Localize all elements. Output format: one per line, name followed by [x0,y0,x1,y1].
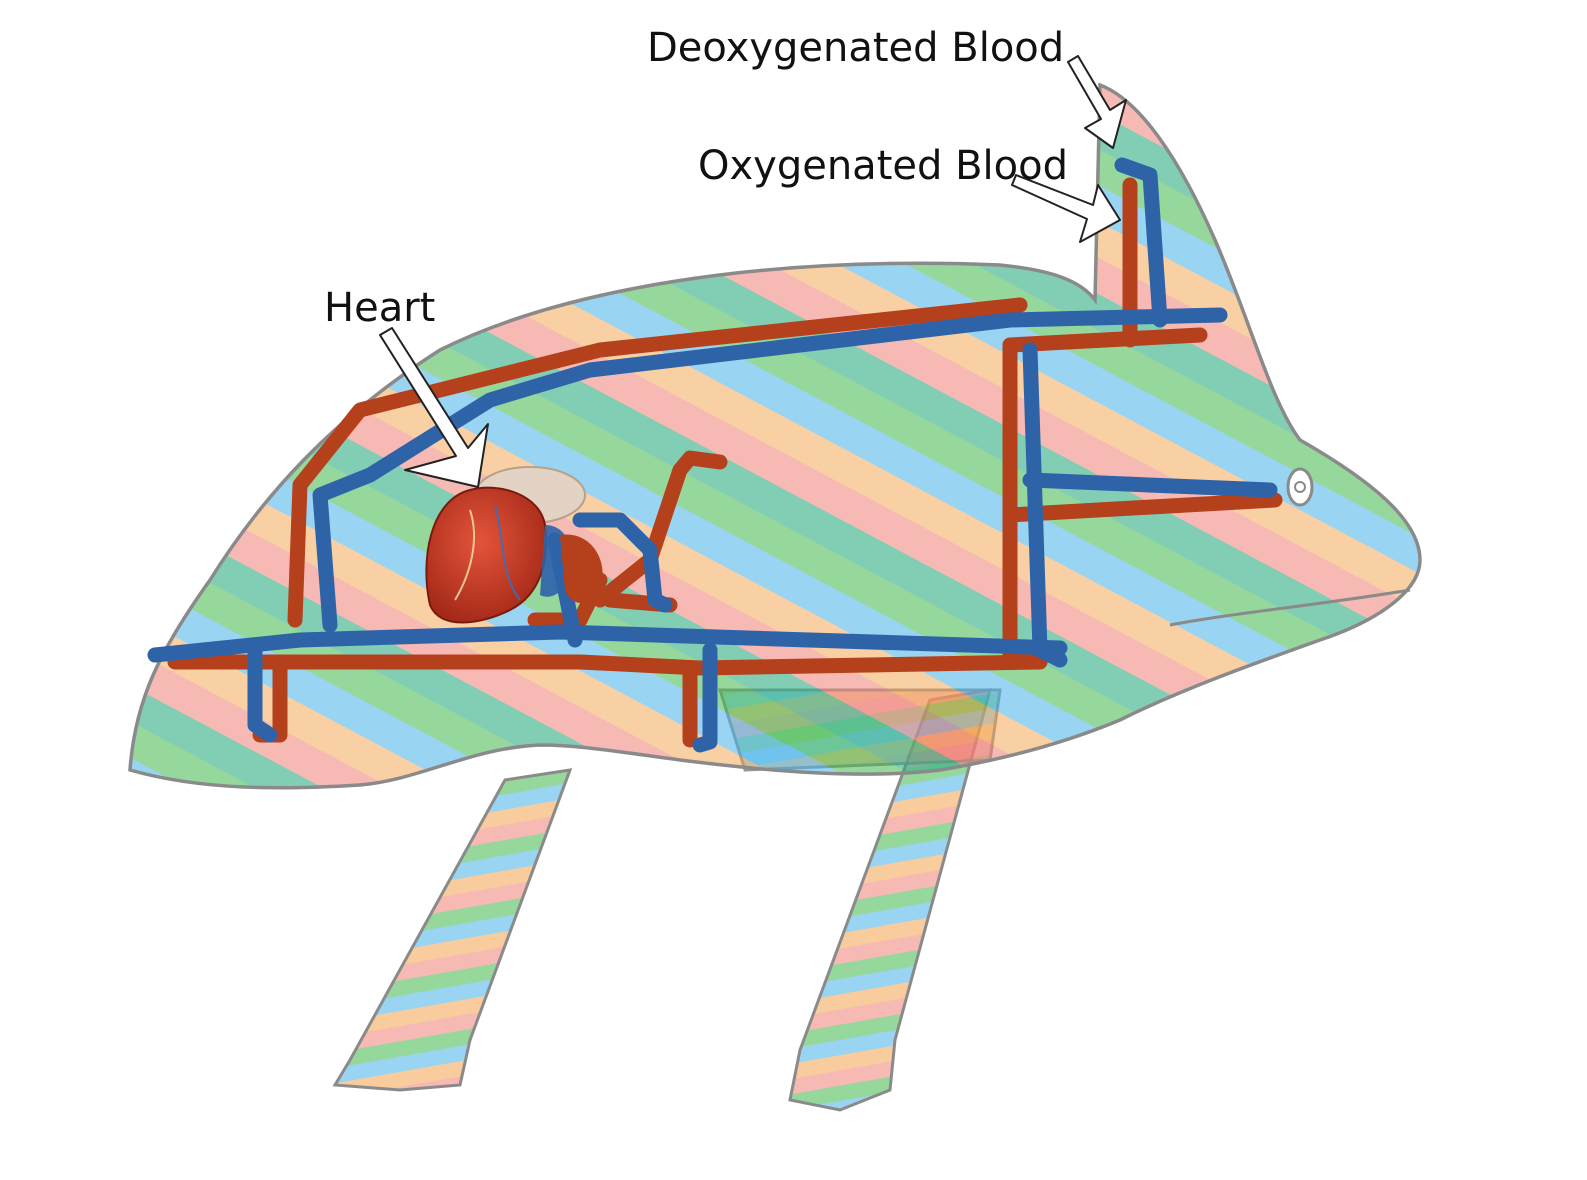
deoxygenated-blood-label: Deoxygenated Blood [647,25,1065,71]
deoxygenated-vessels [147,157,1278,753]
anatomical-heart-icon [425,466,603,624]
oxygenated-blood-label: Oxygenated Blood [698,143,1068,189]
heart-label: Heart [324,285,436,331]
mouth-line [1169,588,1411,627]
heart-arrow-icon [379,327,489,488]
oxygenated-arrow-icon [1011,174,1121,243]
body-outline [128,82,1422,790]
deoxygenated-arrow-icon [1067,55,1127,149]
front-leg [332,768,573,1092]
